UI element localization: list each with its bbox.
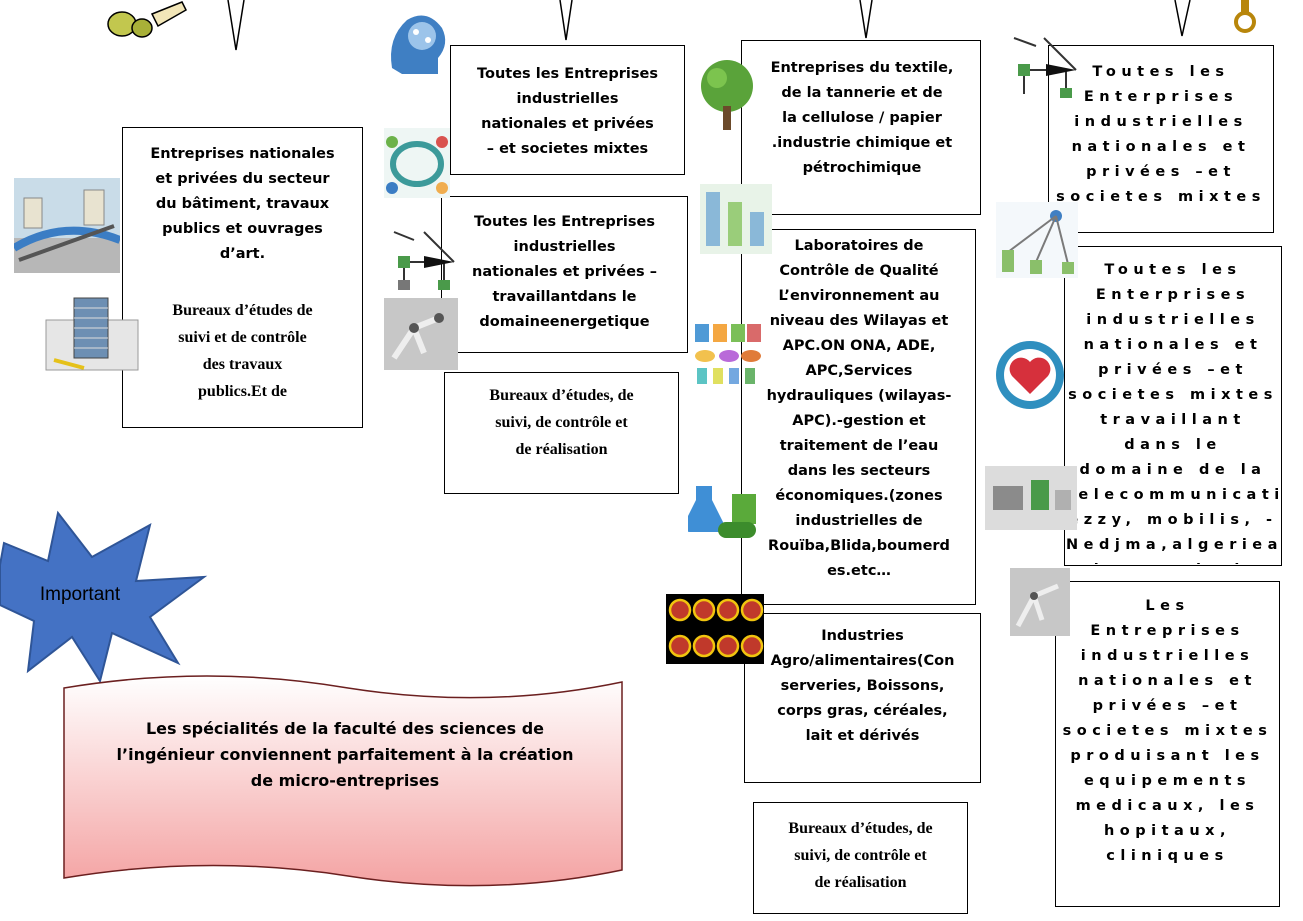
box-col4-2 [1064, 246, 1282, 566]
box-col3-4 [753, 802, 968, 914]
text-col3-3: Industries Agro/alimentaires(Con serveri… [770, 628, 955, 744]
text-col3-4: Bureaux d’études, de suivi, de contrôle … [788, 820, 933, 891]
brain-head-icon [391, 15, 446, 74]
tree-globe-icon [701, 60, 753, 130]
box-col3-3 [744, 613, 981, 783]
text-col3-1: Entreprises du textile, de la tannerie e… [770, 60, 954, 176]
electronics-board-icon [985, 466, 1077, 530]
cycle-diagram-icon [384, 128, 450, 198]
pliers-icon [107, 1, 187, 38]
callout-pointers [227, 0, 1191, 51]
building-plans-icon [45, 297, 139, 371]
box-col2-1 [450, 45, 685, 175]
box-col3-2 [741, 229, 976, 605]
telecom-network-icon [996, 202, 1078, 278]
text-col4-3: Les Entreprises industrielles nationales… [1062, 598, 1273, 864]
scroll-banner [63, 675, 623, 887]
box-col4-1 [1048, 45, 1274, 233]
important-label: Important [39, 584, 121, 605]
city-infrastructure-icon [14, 178, 120, 273]
text-entreprises-btp: Entreprises nationales et privées du sec… [150, 146, 335, 262]
food-products-icon [695, 324, 761, 384]
important-burst [0, 510, 208, 684]
traffic-signs-icon [666, 594, 764, 664]
text-col2-2: Toutes les Entreprises industrielles nat… [472, 214, 657, 330]
heart-gear-icon [996, 341, 1064, 409]
network-diagram-icon [393, 231, 455, 290]
banner-text: Les spécialités de la faculté des scienc… [116, 719, 574, 790]
text-col3-2: Laboratoires de Contrôle de Qualité L’en… [766, 238, 952, 579]
robot-arm-icon [1010, 568, 1070, 636]
box-col4-3 [1055, 581, 1280, 907]
lab-factory-icon [688, 486, 756, 538]
box-col2-3 [444, 372, 679, 494]
ring-icon [1234, 0, 1256, 33]
box-col3-1 [741, 40, 981, 215]
text-col2-1: Toutes les Entreprises industrielles nat… [477, 66, 658, 157]
box-col2-2 [441, 196, 688, 353]
network-diagram-icon [1013, 37, 1077, 98]
text-bureaux-suivi: Bureaux d’études de suivi et de contrôle… [172, 302, 313, 400]
text-col2-3: Bureaux d’études, de suivi, de contrôle … [489, 387, 634, 458]
text-col4-2: Toutes les Enterprises industrielles nat… [1066, 262, 1280, 564]
box-btp [122, 127, 363, 428]
text-col4-1: Toutes les Enterprises industrielles nat… [1056, 64, 1266, 205]
robot-arm-icon [384, 298, 458, 370]
lab-chart-icon [700, 184, 772, 254]
